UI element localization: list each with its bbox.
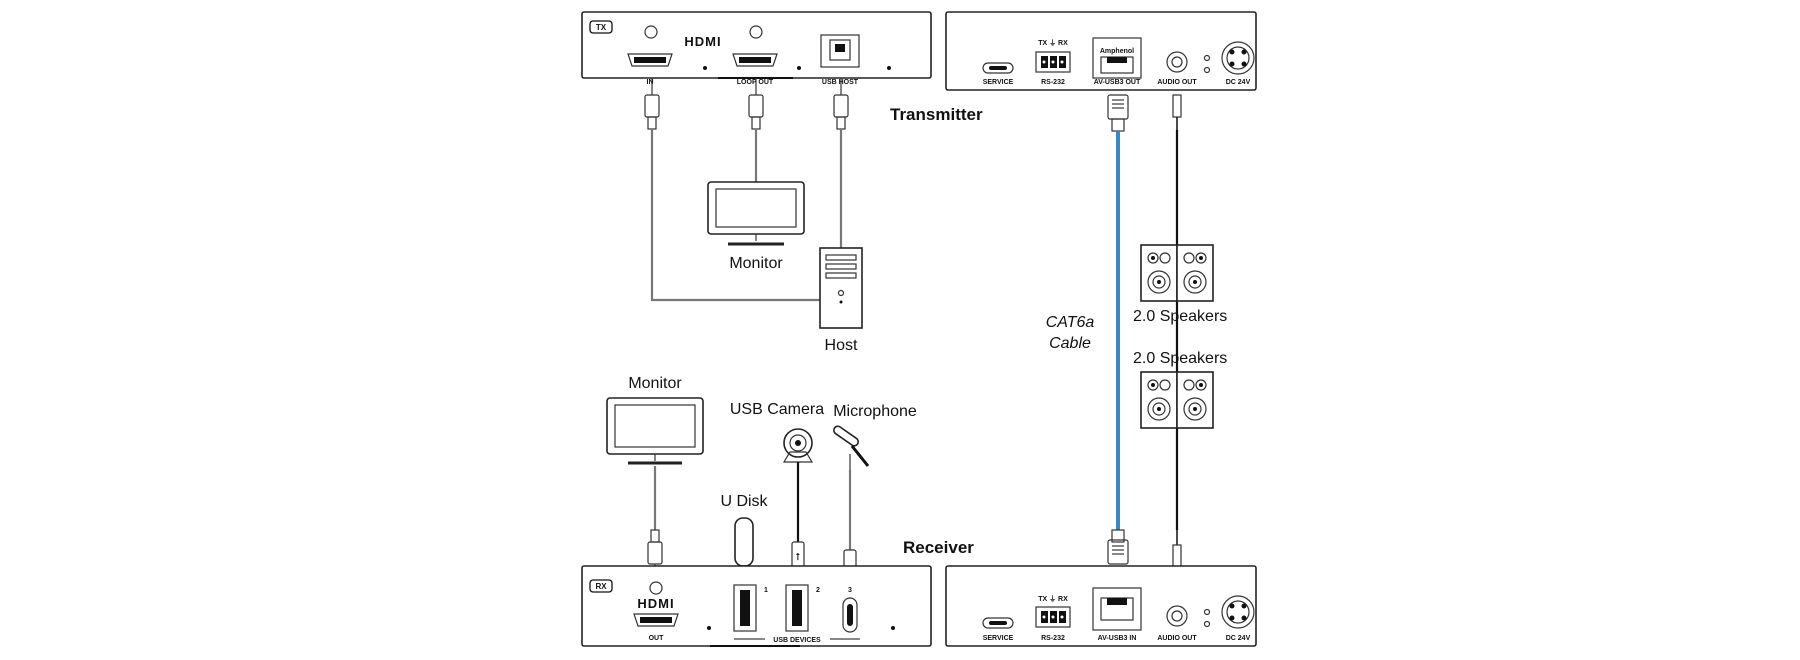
tx-tag-box	[589, 20, 613, 34]
service-port-icon	[982, 617, 1014, 629]
rx-hdmi-logo: HDMI	[637, 596, 674, 611]
usb-host-port-icon	[820, 34, 860, 68]
usb-camera-icon: ⭡	[782, 428, 814, 579]
receiver-label: Receiver	[903, 538, 974, 557]
transmitter-label: Transmitter	[890, 105, 983, 124]
tx-service-label: SERVICE	[983, 79, 1014, 86]
rj45-port-icon	[1092, 587, 1142, 631]
rs232-port-icon	[1035, 51, 1071, 73]
service-port-icon	[982, 62, 1014, 74]
rx-usb-num1: 1	[764, 587, 768, 594]
hdmi-in-port-icon	[627, 53, 673, 67]
u-disk-label: U Disk	[720, 493, 768, 510]
tx-rs232-pins: TX ⏚ RX	[1038, 39, 1068, 47]
rx-rs232-label: RS-232	[1041, 635, 1065, 642]
speakers-2-label: 2.0 Speakers	[1133, 350, 1227, 367]
rx-front-panel: RX HDMI OUT 1 2 3 USB DEVICES	[581, 565, 932, 647]
rx-rs232-pins: TX ⏚ RX	[1038, 595, 1068, 603]
cable-label-line1: CAT6a	[1046, 314, 1095, 331]
tx-front-panel: TX HDMI IN LOOP OUT USB HOST	[581, 11, 932, 86]
audio-jack-icon	[1166, 605, 1188, 627]
dc-power-icon	[1221, 595, 1255, 629]
cat6a-cable	[1107, 94, 1129, 565]
microphone-icon	[833, 425, 870, 573]
rx-av-label: AV-USB3 IN	[1098, 635, 1137, 642]
monitor-rx-icon	[606, 397, 704, 465]
cable-label-line2: Cable	[1049, 335, 1091, 352]
usb-camera-label: USB Camera	[730, 401, 824, 418]
rs232-port-icon	[1035, 606, 1071, 628]
host-label: Host	[825, 337, 858, 354]
rx-service-label: SERVICE	[983, 635, 1014, 642]
rx-dc-label: DC 24V	[1226, 635, 1251, 642]
tx-port-usb-host-label: USB HOST	[822, 79, 859, 86]
speakers-1-label: 2.0 Speakers	[1133, 308, 1227, 325]
usb-c-port-icon	[842, 597, 858, 633]
amphenol-label: Amphenol	[1100, 48, 1134, 55]
rx-screw-icon	[649, 581, 663, 595]
tx-hdmi-logo: HDMI	[684, 34, 721, 49]
tx-audio-label: AUDIO OUT	[1157, 79, 1197, 86]
rx-usb-num2: 2	[816, 587, 820, 594]
monitor-tx-icon	[707, 181, 805, 246]
microphone-label: Microphone	[833, 403, 917, 420]
usb-a-port-1-icon	[733, 584, 757, 632]
tx-cables	[644, 78, 849, 302]
hdmi-loop-port-icon	[732, 53, 778, 67]
rj45-port-icon	[1092, 37, 1142, 79]
tx-rear-panel: SERVICE TX ⏚ RX RS-232 Amphenol AV-USB3 …	[945, 11, 1257, 91]
svg-text:⭡: ⭡	[796, 552, 801, 563]
rx-port-out-label: OUT	[649, 635, 665, 642]
speakers-1-icon	[1140, 244, 1214, 302]
tx-screw-icon	[644, 25, 658, 39]
audio-jack-icon	[1166, 51, 1188, 73]
rx-usb-devices-label: USB DEVICES	[773, 637, 821, 644]
rx-audio-label: AUDIO OUT	[1157, 635, 1197, 642]
tx-av-label: AV-USB3 OUT	[1094, 79, 1141, 86]
tx-port-loop-label: LOOP OUT	[737, 79, 774, 86]
host-pc-icon	[819, 247, 863, 329]
tx-screw-icon	[749, 25, 763, 39]
monitor-rx-label: Monitor	[628, 375, 682, 392]
tx-dc-label: DC 24V	[1226, 79, 1251, 86]
rx-usb-num3: 3	[848, 587, 852, 594]
audio-cable	[1172, 94, 1182, 568]
monitor-tx-label: Monitor	[729, 255, 783, 272]
usb-a-port-2-icon	[785, 584, 809, 632]
hdmi-out-port-icon	[633, 613, 679, 627]
tx-tag: TX	[596, 23, 607, 32]
rx-rear-panel: SERVICE TX ⏚ RX RS-232 AV-USB3 IN AUDIO …	[945, 565, 1257, 647]
tx-port-in-label: IN	[647, 79, 654, 86]
tx-rs232-label: RS-232	[1041, 79, 1065, 86]
speakers-2-icon	[1140, 371, 1214, 429]
dc-power-icon	[1221, 41, 1255, 75]
rx-tag: RX	[595, 582, 607, 591]
